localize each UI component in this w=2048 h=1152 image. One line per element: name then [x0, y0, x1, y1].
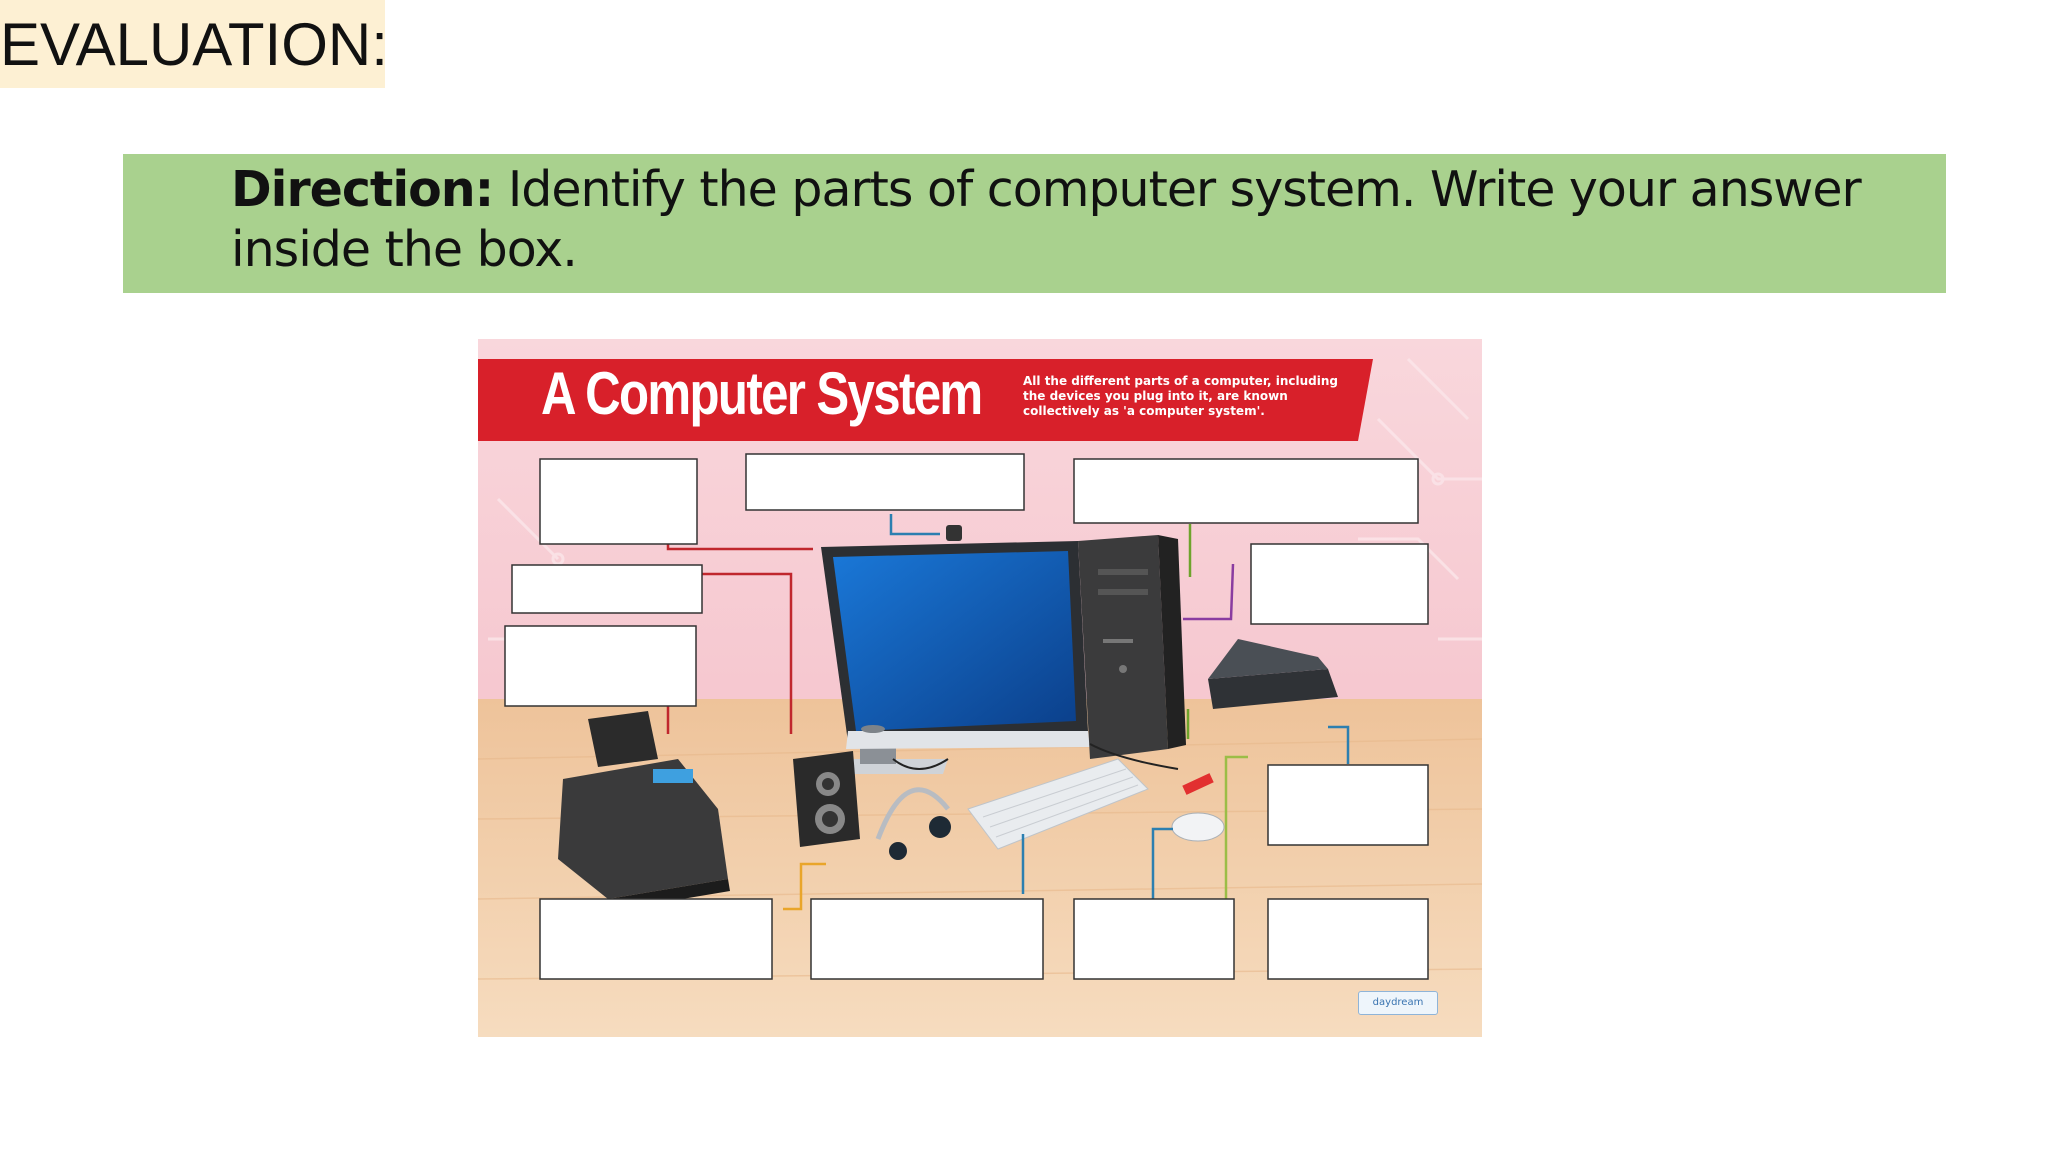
answer-box-5[interactable] — [1250, 543, 1429, 625]
direction-text: Direction: Identify the parts of compute… — [231, 160, 1931, 280]
answer-boxes — [504, 453, 1429, 980]
monitor-illustration — [821, 525, 1090, 774]
answer-box-4[interactable] — [511, 564, 703, 614]
system-unit-illustration — [1078, 535, 1186, 759]
webcam-illustration — [946, 525, 962, 541]
direction-body: Identify the parts of computer system. W… — [231, 161, 1862, 278]
poster-illustration — [478, 339, 1482, 1037]
answer-box-2[interactable] — [745, 453, 1025, 511]
speaker-illustration — [793, 751, 860, 847]
title-banner: EVALUATION: — [0, 0, 388, 88]
answer-box-9[interactable] — [810, 898, 1044, 980]
direction-label: Direction: — [231, 161, 494, 218]
usb-drive-illustration — [1182, 773, 1214, 795]
keyboard-illustration — [967, 758, 1149, 850]
daydream-logo: daydream — [1358, 991, 1438, 1015]
poster-title: A Computer System — [541, 360, 983, 427]
answer-box-11[interactable] — [1267, 898, 1429, 980]
slide-title: EVALUATION: — [0, 11, 388, 78]
answer-box-3[interactable] — [1073, 458, 1419, 524]
computer-system-poster: A Computer System All the different part… — [478, 339, 1482, 1037]
mouse-illustration — [1171, 812, 1225, 842]
answer-box-1[interactable] — [539, 458, 698, 545]
printer-illustration — [558, 711, 730, 911]
answer-box-10[interactable] — [1073, 898, 1235, 980]
answer-box-8[interactable] — [539, 898, 773, 980]
answer-box-6[interactable] — [504, 625, 697, 707]
poster-banner — [478, 359, 1373, 441]
headset-illustration — [875, 787, 951, 860]
scanner-illustration — [1208, 639, 1338, 709]
direction-banner: Direction: Identify the parts of compute… — [123, 154, 1946, 293]
answer-box-7[interactable] — [1267, 764, 1429, 846]
poster-description: All the different parts of a computer, i… — [1023, 374, 1338, 418]
